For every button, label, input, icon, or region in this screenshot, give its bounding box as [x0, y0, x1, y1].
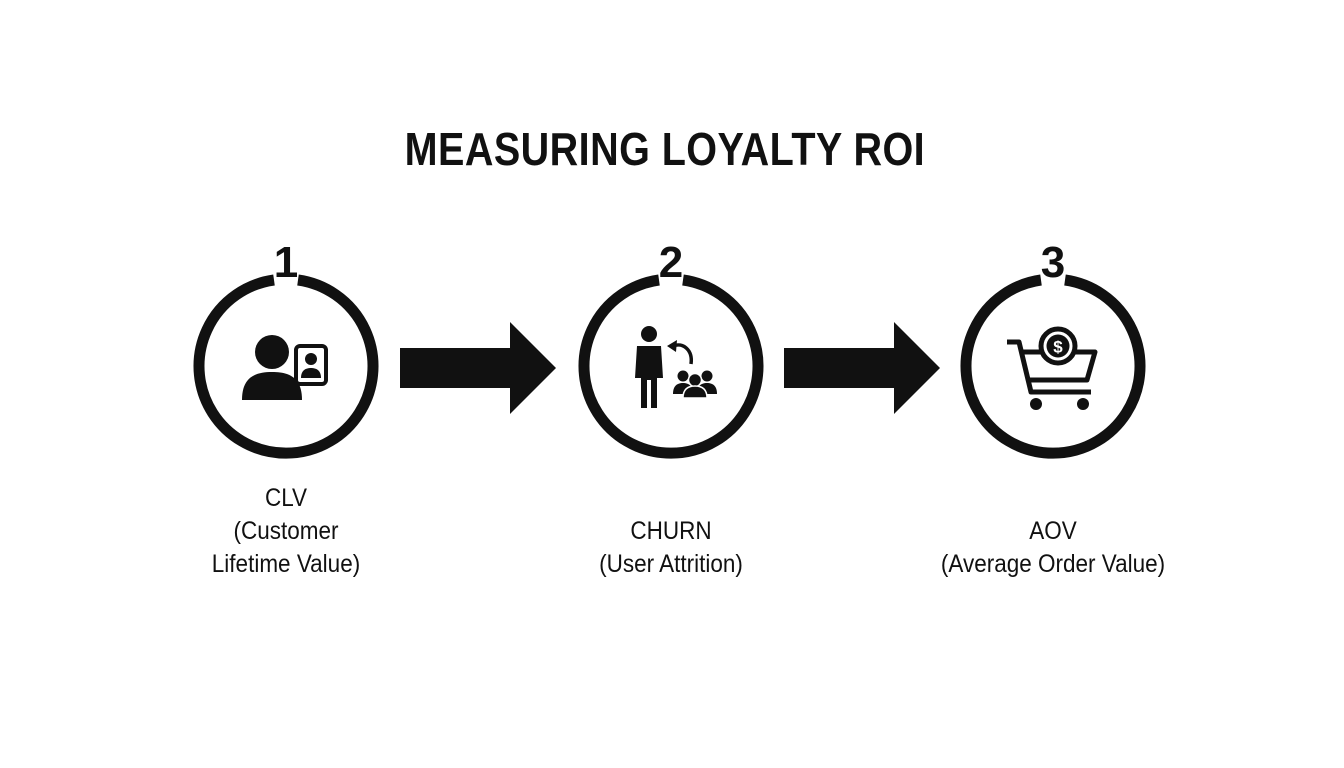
- step-label: AOV (Average Order Value): [909, 515, 1197, 581]
- step-abbr: CHURN: [630, 517, 712, 545]
- svg-text:$: $: [1053, 338, 1063, 357]
- page-title: MEASURING LOYALTY ROI: [404, 123, 926, 175]
- step-full-line1: (Average Order Value): [940, 550, 1166, 578]
- user-attrition-icon: [635, 326, 717, 408]
- step-number: 1: [273, 238, 299, 287]
- step-ring: [578, 274, 764, 459]
- step-abbr: CLV: [264, 484, 308, 512]
- step-churn: 2 CHURN (User Attrition): [551, 238, 791, 588]
- step-number: 3: [1040, 238, 1066, 287]
- customer-profile-icon: [242, 335, 328, 400]
- step-clv: 1 CLV (Customer Lifetime Value): [166, 238, 406, 588]
- step-full-line1: (Customer: [233, 517, 339, 545]
- shopping-cart-dollar-icon: $: [1007, 326, 1098, 410]
- step-aov: 3 $ AOV (Average Order Value): [933, 238, 1173, 588]
- arrow-right-icon: [784, 322, 940, 414]
- arrow-right-icon: [400, 322, 556, 414]
- step-label: CLV (Customer Lifetime Value): [142, 482, 430, 581]
- step-number: 2: [658, 238, 684, 287]
- step-ring: [193, 274, 379, 459]
- step-full-line1: (User Attrition): [599, 550, 743, 578]
- step-ring: [960, 274, 1146, 459]
- step-abbr: AOV: [1029, 517, 1077, 545]
- step-label: CHURN (User Attrition): [527, 515, 815, 581]
- step-full-line2: Lifetime Value): [211, 550, 361, 578]
